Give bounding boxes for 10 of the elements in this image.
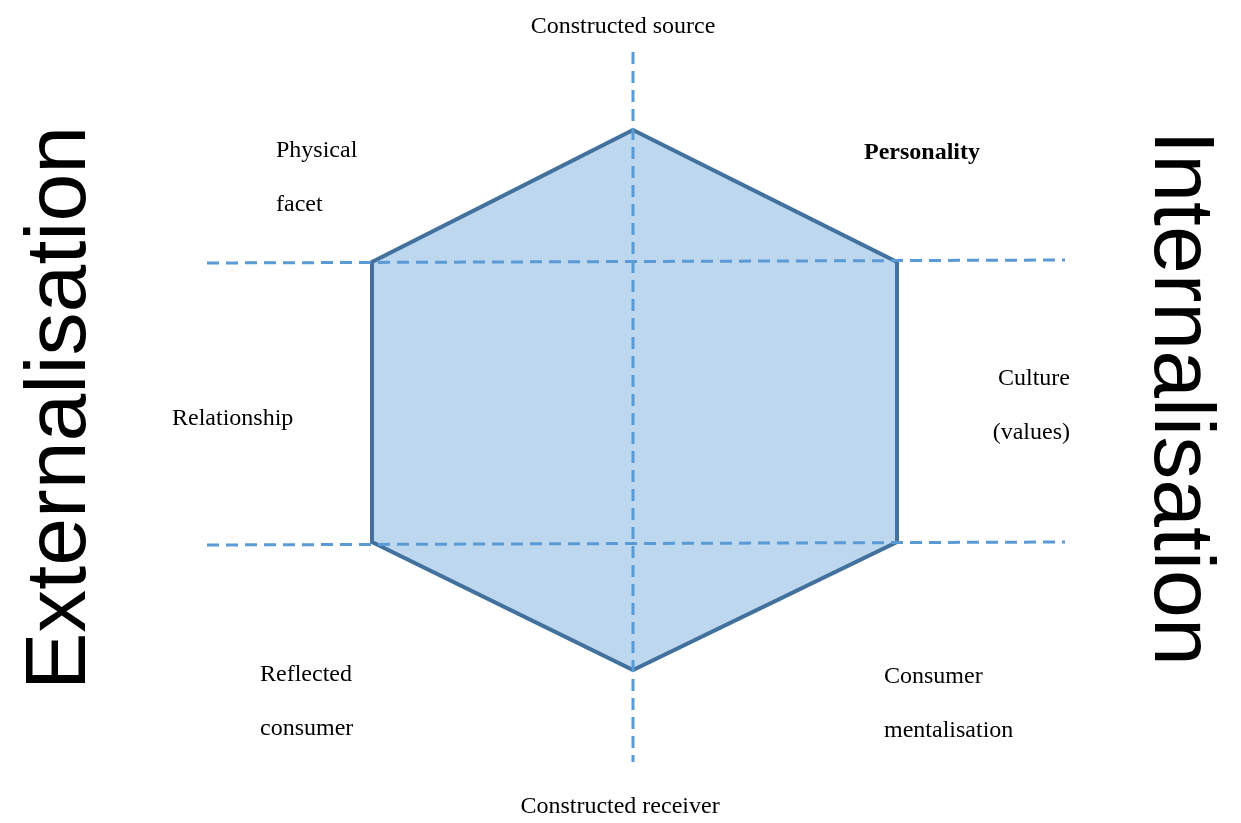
axis-title: Internalisation xyxy=(1142,130,1228,666)
facet-label: Personality xyxy=(864,137,981,166)
facet-label: Relationship xyxy=(172,403,295,432)
facet-label: Constructed source xyxy=(529,11,717,40)
facet-label: Physical facet xyxy=(276,135,359,218)
axis-title: Externalisation xyxy=(12,125,98,691)
facet-label: Consumer mentalisation xyxy=(884,661,1015,744)
facet-label: Reflected consumer xyxy=(260,659,355,742)
facet-label: Culture (values) xyxy=(991,363,1070,446)
facet-label: Constructed receiver xyxy=(519,791,721,820)
